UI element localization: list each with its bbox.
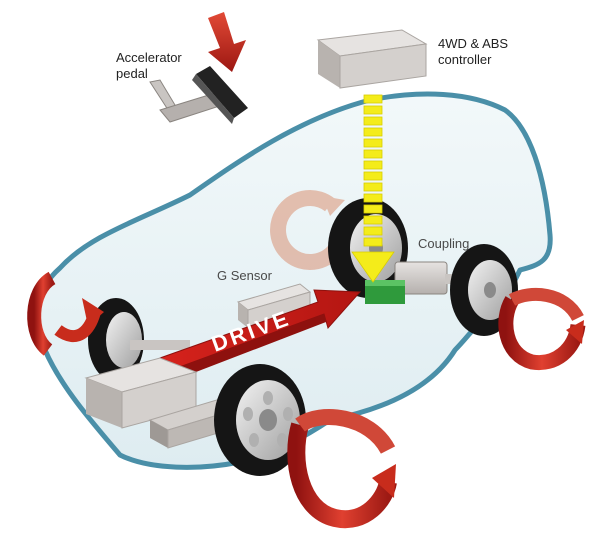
accelerator-label-line2: pedal [116, 66, 148, 81]
coupling [365, 261, 473, 304]
signal-dashes-icon [351, 94, 395, 283]
down-arrow-icon [208, 12, 246, 72]
accelerator-pedal-icon [149, 66, 248, 124]
accelerator-pedal-label: Accelerator pedal [116, 50, 206, 82]
rear-rotation-arrow [270, 190, 345, 270]
controller-label-line2: controller [438, 52, 492, 67]
accelerator-label-line1: Accelerator [116, 50, 182, 65]
g-sensor-label: G Sensor [217, 268, 272, 283]
controller-box-icon [316, 29, 428, 89]
front-axle [130, 340, 190, 350]
g-sensor-box [236, 283, 312, 329]
front-right-wheel [214, 364, 306, 476]
controller-label-line1: 4WD & ABS [438, 36, 509, 51]
coupling-label: Coupling [418, 236, 470, 251]
controller-label: 4WD & ABS controller [438, 36, 548, 68]
rotation-arrow-icon [27, 271, 586, 529]
drive-arrow: DRIVE [159, 289, 362, 382]
front-left-wheel [88, 298, 144, 382]
